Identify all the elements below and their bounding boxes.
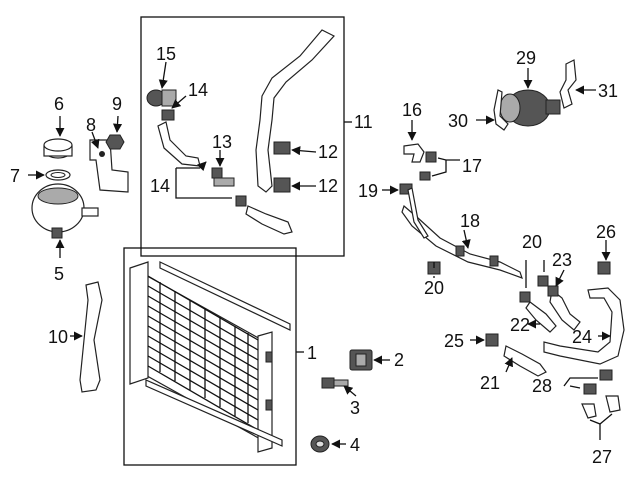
callout-8: 8 bbox=[86, 115, 96, 135]
callout-15: 15 bbox=[156, 44, 176, 64]
coolant-reservoir bbox=[31, 183, 99, 239]
part-10-panel bbox=[79, 281, 103, 393]
callout-30: 30 bbox=[448, 111, 468, 131]
callout-16: 16 bbox=[402, 100, 422, 120]
part-4-grommet bbox=[310, 435, 330, 453]
callout-12b: 12 bbox=[318, 176, 338, 196]
callout-27: 27 bbox=[592, 447, 612, 467]
part-26-clamp bbox=[597, 261, 611, 275]
callout-7: 7 bbox=[10, 166, 20, 186]
part-22-hose bbox=[525, 301, 557, 333]
part-17-clamps bbox=[419, 151, 437, 181]
part-15-housing bbox=[146, 89, 177, 107]
part-24-hose bbox=[543, 287, 625, 365]
group-box-hoses bbox=[140, 16, 345, 257]
callout-3: 3 bbox=[350, 398, 360, 418]
callout-9: 9 bbox=[112, 94, 122, 114]
callout-4: 4 bbox=[350, 435, 360, 455]
part-8-bracket bbox=[89, 139, 129, 193]
part-20-clamps bbox=[427, 261, 549, 303]
callout-20a: 20 bbox=[424, 278, 444, 298]
callout-23: 23 bbox=[552, 250, 572, 270]
callout-11: 11 bbox=[354, 112, 373, 132]
part-16-hose bbox=[403, 143, 425, 163]
radiator bbox=[129, 261, 291, 453]
callout-24: 24 bbox=[572, 327, 592, 347]
callout-14a: 14 bbox=[188, 80, 208, 100]
callout-14b: 14 bbox=[150, 176, 170, 196]
part-12-connector-b bbox=[273, 177, 291, 193]
part-18-pipe bbox=[401, 187, 523, 279]
callout-17: 17 bbox=[462, 156, 482, 176]
part-14-hose-upper bbox=[157, 121, 201, 167]
reservoir-seal bbox=[45, 169, 71, 181]
part-14-clamp-upper bbox=[161, 109, 175, 121]
callout-13: 13 bbox=[212, 132, 232, 152]
part-13-fitting bbox=[211, 167, 235, 187]
part-27-brackets bbox=[581, 395, 621, 419]
part-14-hose-lower bbox=[235, 195, 293, 235]
part-30-bracket bbox=[493, 89, 509, 131]
callout-18: 18 bbox=[460, 211, 480, 231]
part-2-bracket bbox=[349, 349, 373, 371]
part-29-pump bbox=[499, 89, 561, 127]
callout-19: 19 bbox=[358, 181, 378, 201]
callout-2: 2 bbox=[394, 350, 404, 370]
callout-29: 29 bbox=[516, 48, 536, 68]
group-box-radiator bbox=[123, 247, 297, 466]
callout-6: 6 bbox=[54, 94, 64, 114]
part-31-bracket bbox=[559, 59, 577, 109]
leader-lines bbox=[28, 61, 613, 449]
callout-5: 5 bbox=[54, 264, 64, 284]
part-28-clamps bbox=[583, 369, 613, 395]
part-12-connector-a bbox=[273, 141, 291, 155]
upper-pipe bbox=[255, 29, 335, 193]
part-3-bolt bbox=[321, 377, 349, 389]
callout-20b: 20 bbox=[522, 232, 542, 252]
callout-10: 10 bbox=[48, 327, 68, 347]
reservoir-cap bbox=[43, 138, 73, 159]
part-23-hose bbox=[547, 285, 581, 331]
callout-26: 26 bbox=[596, 222, 616, 242]
callout-1: 1 bbox=[307, 343, 317, 363]
part-25-clamp bbox=[485, 333, 499, 347]
callout-21: 21 bbox=[480, 373, 500, 393]
callout-28: 28 bbox=[532, 376, 552, 396]
callout-labels: 1 2 3 4 5 6 7 8 9 10 11 12 12 13 14 14 1… bbox=[10, 44, 618, 467]
callout-25: 25 bbox=[444, 331, 464, 351]
callout-12a: 12 bbox=[318, 142, 338, 162]
callout-22: 22 bbox=[510, 315, 530, 335]
callout-31: 31 bbox=[598, 81, 618, 101]
part-9-nut bbox=[105, 134, 125, 150]
